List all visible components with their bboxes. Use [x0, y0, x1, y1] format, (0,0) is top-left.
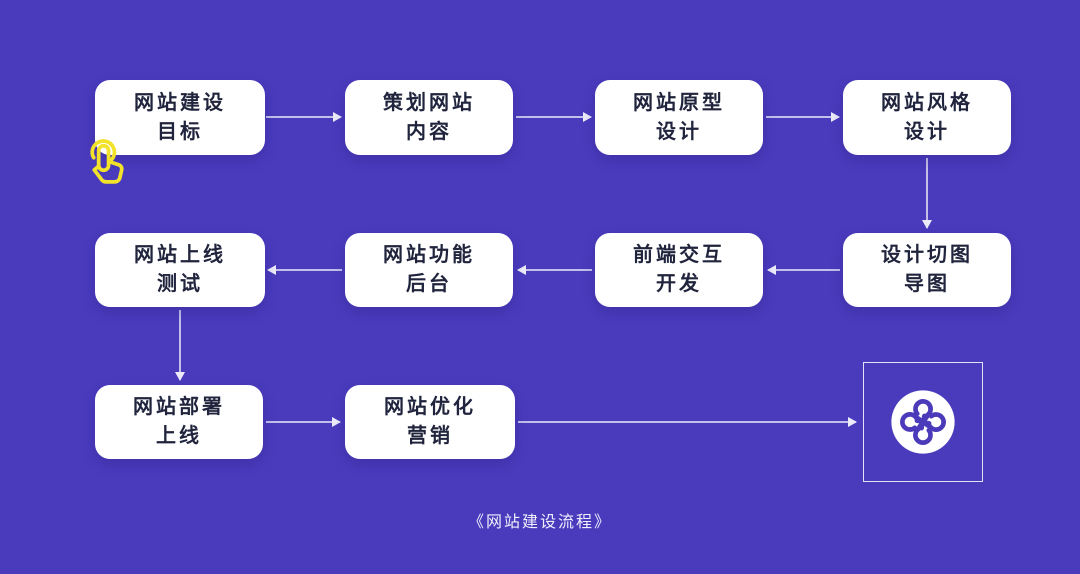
flow-node-optimize-marketing[interactable]: 网站优化 营销 — [345, 385, 515, 459]
node-label: 前端交互 开发 — [633, 244, 725, 295]
clover-knot-logo-icon — [891, 390, 955, 454]
node-label: 网站风格 设计 — [881, 91, 973, 143]
flow-node-design-slicing[interactable]: 设计切图 导图 — [843, 233, 1011, 307]
flow-node-plan-content[interactable]: 策划网站 内容 — [345, 80, 513, 155]
flow-node-online-testing[interactable]: 网站上线 测试 — [95, 233, 265, 307]
diagram-caption: 《网站建设流程》 — [467, 514, 612, 531]
flow-node-backend-functions[interactable]: 网站功能 后台 — [345, 233, 513, 307]
node-label: 网站功能 后台 — [383, 244, 475, 295]
node-label: 网站上线 测试 — [134, 244, 226, 295]
node-label: 设计切图 导图 — [881, 244, 973, 295]
tap-cursor-icon — [90, 139, 124, 184]
logo-badge-node[interactable] — [863, 362, 983, 482]
node-label: 网站优化 营销 — [384, 396, 476, 447]
node-label: 网站部署 上线 — [133, 396, 225, 447]
node-label: 网站建设 目标 — [134, 91, 226, 143]
node-label: 策划网站 内容 — [383, 91, 475, 143]
flow-node-prototype-design[interactable]: 网站原型 设计 — [595, 80, 763, 155]
flow-node-frontend-dev[interactable]: 前端交互 开发 — [595, 233, 763, 307]
flow-node-deploy-online[interactable]: 网站部署 上线 — [95, 385, 263, 459]
flow-node-style-design[interactable]: 网站风格 设计 — [843, 80, 1011, 155]
flow-node-goal[interactable]: 网站建设 目标 — [95, 80, 265, 155]
node-label: 网站原型 设计 — [633, 91, 725, 143]
